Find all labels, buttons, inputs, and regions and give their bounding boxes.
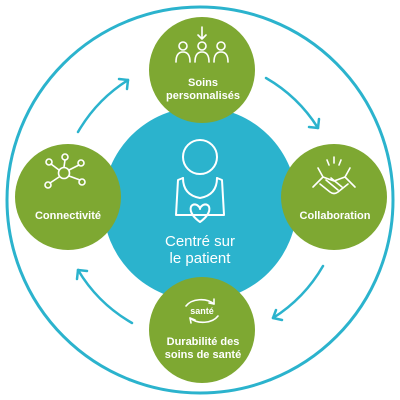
node-bottom-badge: santé (190, 306, 214, 316)
recycle-health-icon (185, 298, 219, 324)
node-top-label-line1: Soins (188, 77, 218, 89)
node-right-label: Collaboration (300, 210, 371, 222)
network-nodes-icon (44, 153, 86, 189)
arrow-top-left (76, 77, 130, 134)
handshake-icon (312, 156, 356, 195)
cycle-arrows (75, 76, 325, 325)
arrow-bottom-right (271, 264, 325, 322)
arrow-bottom-left (75, 268, 134, 325)
node-top-circle (149, 17, 255, 123)
node-soins-personnalises: Soins personnalisés (149, 17, 255, 123)
center-label-line1: Centré sur (165, 233, 235, 250)
arrow-top-right (264, 76, 321, 130)
node-right-circle (281, 144, 387, 250)
node-durabilite: santé Durabilité des soins de santé (149, 277, 255, 383)
center-circle (103, 107, 297, 301)
node-top-label-line2: personnalisés (166, 90, 240, 102)
node-collaboration: Collaboration (281, 144, 387, 250)
person-heart-icon (175, 139, 225, 223)
node-bottom-label-line1: Durabilité des (167, 336, 240, 348)
group-people-icon (175, 26, 229, 63)
center-label-line2: le patient (170, 250, 232, 267)
node-left-label: Connectivité (35, 210, 101, 222)
outer-ring (5, 5, 395, 395)
node-bottom-label-line2: soins de santé (165, 349, 241, 361)
node-left-circle (15, 144, 121, 250)
node-bottom-circle (149, 277, 255, 383)
node-connectivite: Connectivité (15, 144, 121, 250)
